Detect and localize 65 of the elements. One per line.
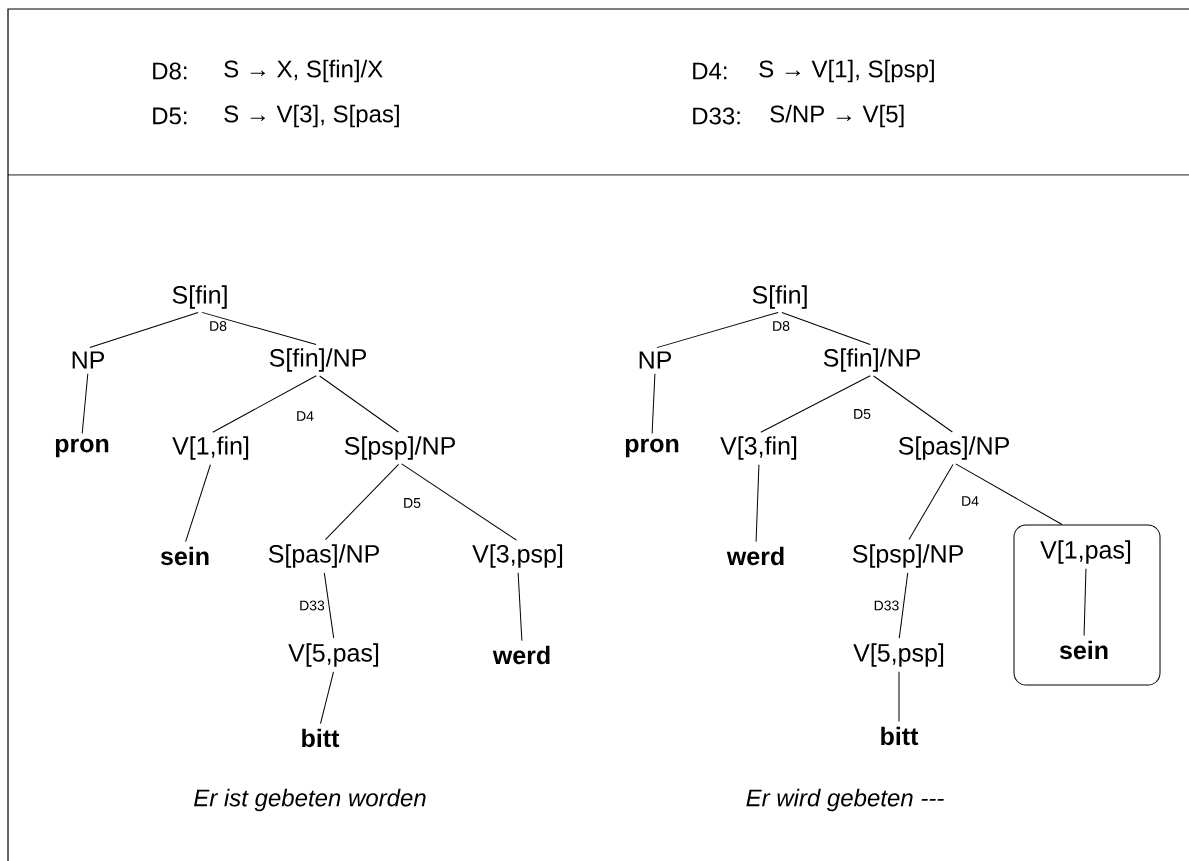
rule-tag: D4: [962, 496, 979, 506]
branch-line: [212, 375, 317, 433]
category-label: NP: [639, 351, 672, 369]
rule-text: D8:: [153, 62, 187, 80]
branch-line: [955, 463, 1063, 525]
branch-line: [89, 311, 199, 349]
category-label: V[3,psp]: [472, 544, 563, 568]
rule-text: D4:: [693, 62, 727, 80]
category-label: V[5,pas]: [288, 643, 379, 667]
leaf-word: werd: [726, 546, 784, 566]
rule-text: D5:: [153, 107, 187, 125]
category-label: S[fin]/NP: [823, 348, 920, 372]
branch-line: [517, 572, 523, 642]
example-sentence: Er ist gebeten worden: [194, 788, 426, 812]
branch-line: [324, 463, 400, 541]
rule-tag: D8: [210, 321, 227, 331]
branch-line: [81, 373, 89, 434]
branch-line: [873, 375, 953, 433]
category-label: S[pas]/NP: [268, 544, 379, 568]
category-label: S[fin]: [752, 285, 807, 309]
category-label: V[1,fin]: [172, 436, 249, 460]
branch-line: [319, 375, 399, 433]
leaf-word: bitt: [302, 728, 340, 748]
category-label: V[3,fin]: [720, 436, 797, 460]
rule-tag: D8: [773, 321, 790, 331]
rule-text: D33:: [693, 107, 740, 125]
branch-line: [201, 311, 317, 346]
category-label: S[psp]/NP: [852, 544, 963, 568]
branch-line: [401, 463, 517, 541]
rule-text: S → V[1], S[psp]: [759, 59, 934, 83]
branch-line: [1083, 568, 1087, 637]
category-label: S[fin]: [172, 285, 227, 309]
branch-line: [781, 312, 871, 345]
category-label: S[fin]/NP: [269, 348, 366, 372]
branch-line: [755, 464, 760, 543]
branch-line: [898, 671, 900, 723]
rule-tag: D33: [298, 599, 326, 612]
rule-tag: D5: [854, 409, 871, 419]
category-label: S[pas]/NP: [898, 436, 1009, 460]
rule-text: S/NP → V[5]: [770, 104, 904, 128]
rule-tag: D33: [872, 599, 901, 612]
category-label: V[5,psp]: [853, 643, 944, 667]
rule-text: S → X, S[fin]/X: [224, 59, 383, 83]
branch-line: [185, 464, 211, 543]
rule-tag: D5: [404, 498, 421, 508]
rule-text: S → V[3], S[pas]: [224, 104, 399, 128]
leaf-word: bitt: [881, 726, 919, 746]
branch-line: [908, 464, 954, 540]
branch-line: [651, 373, 656, 434]
category-label: S[psp]/NP: [344, 436, 455, 460]
rule-tag: D4: [297, 411, 314, 421]
leaf-word: sein: [1059, 640, 1108, 660]
category-label: NP: [72, 351, 105, 369]
grouping-box: [1013, 524, 1161, 686]
leaf-word: pron: [625, 438, 679, 458]
leaf-word: werd: [492, 645, 550, 665]
category-label: V[1,pas]: [1040, 540, 1131, 564]
leaf-word: pron: [55, 438, 109, 458]
branch-line: [320, 671, 334, 725]
branch-line: [760, 375, 871, 433]
branch-line: [656, 311, 779, 349]
example-sentence: Er wird gebeten ---: [746, 788, 944, 812]
branch-line: [323, 572, 335, 639]
branch-line: [898, 572, 909, 639]
leaf-word: sein: [160, 546, 209, 566]
